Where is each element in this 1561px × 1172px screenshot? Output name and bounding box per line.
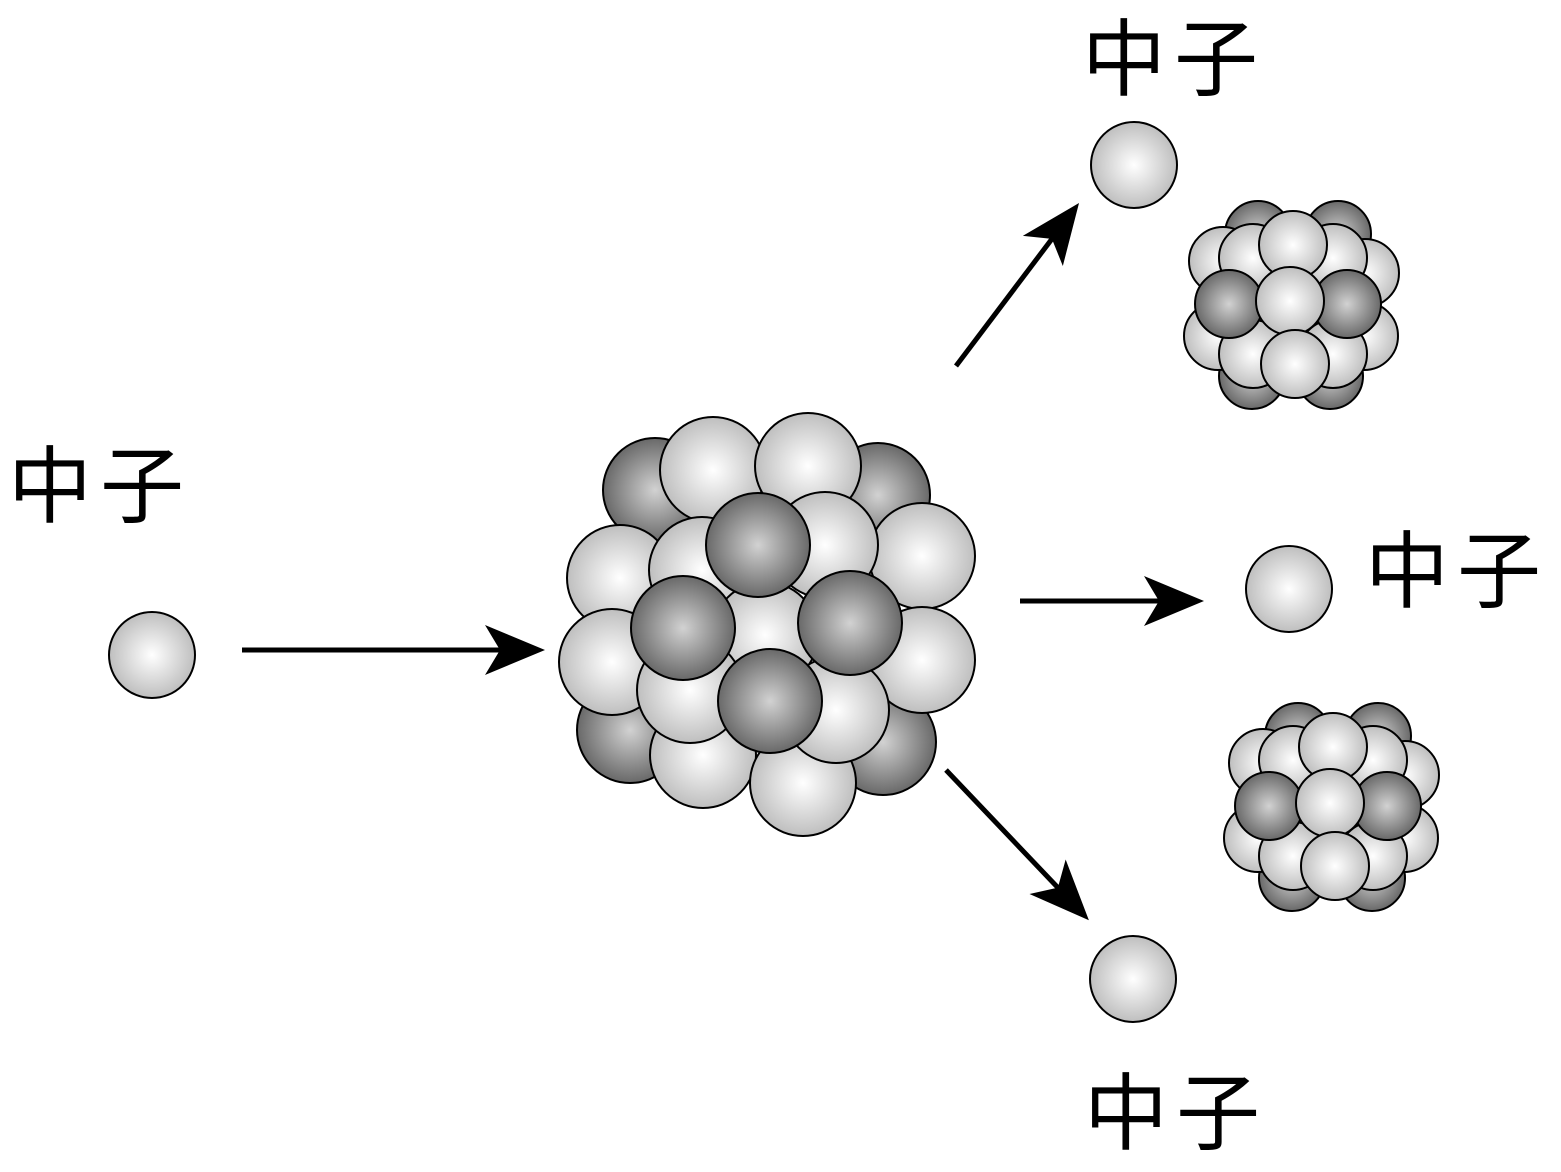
outgoing-neutron-top [1090, 121, 1178, 209]
fission-fragment-top [1183, 200, 1400, 410]
large-nucleus [558, 412, 976, 837]
incoming-neutron-label: 中子 [8, 438, 193, 536]
arrow-to-bottom-neutron [944, 768, 1089, 921]
outgoing-neutron-middle [1245, 545, 1333, 633]
fission-fragment-bottom [1223, 702, 1440, 912]
arrow-to-top-neutron [954, 203, 1080, 368]
outgoing-neutron-bottom [1089, 935, 1177, 1023]
outgoing-neutron-bottom-label: 中子 [1084, 1065, 1269, 1163]
outgoing-neutron-top-label: 中子 [1082, 11, 1267, 109]
outgoing-neutron-middle-label: 中子 [1365, 523, 1550, 621]
incoming-neutron [108, 611, 196, 699]
